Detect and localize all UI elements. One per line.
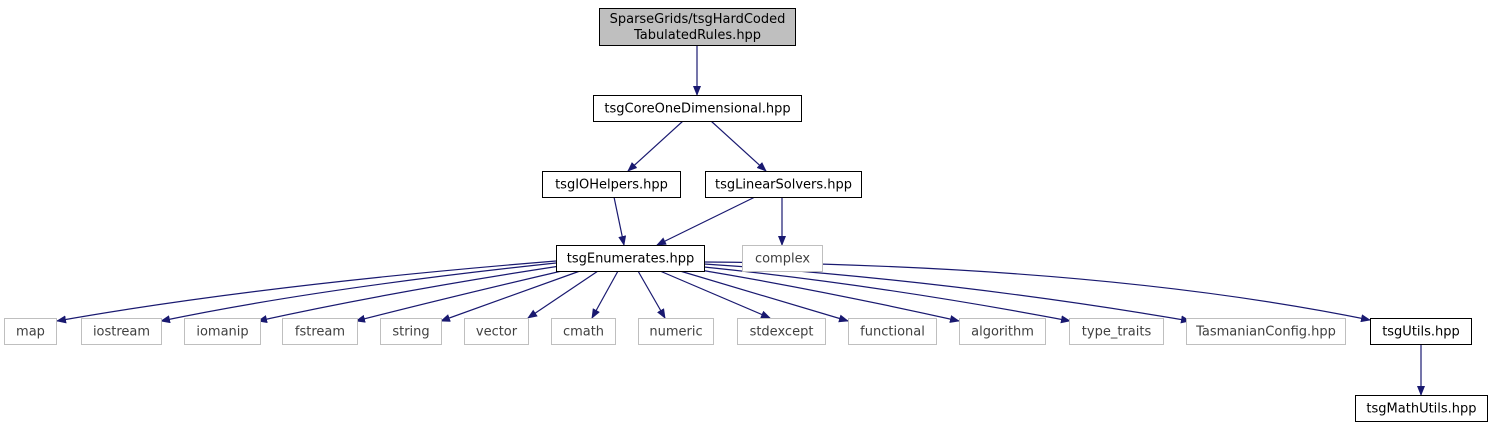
edge-enumerates-to-fstream <box>355 269 567 323</box>
node-label-map: map <box>16 325 45 340</box>
node-box-fstream <box>282 318 358 345</box>
node-label-utils: tsgUtils.hpp <box>1382 325 1460 340</box>
node-label-fstream: fstream <box>295 325 345 340</box>
node-label-cmath: cmath <box>563 325 604 340</box>
node-label-mathUtils: tsgMathUtils.hpp <box>1366 402 1476 417</box>
edge-enumerates-to-numeric <box>637 270 666 319</box>
node-box-cmath <box>551 318 616 345</box>
node-box-string <box>380 318 442 345</box>
node-box-vector <box>464 318 529 345</box>
node-numeric: numeric <box>638 318 714 345</box>
node-type_traits: type_traits <box>1069 318 1164 345</box>
node-label-enumerates: tsgEnumerates.hpp <box>567 252 695 267</box>
node-functional: functional <box>848 318 937 345</box>
node-label-root: SparseGrids/tsgHardCoded <box>610 12 786 27</box>
node-box-enumerates <box>556 245 705 272</box>
edge-enumerates-to-stdexcept <box>659 270 771 319</box>
node-box-ioHelpers <box>542 171 681 198</box>
node-label-tasmanianConfig: TasmanianConfig.hpp <box>1195 325 1336 340</box>
node-box-utils <box>1370 318 1472 345</box>
node-stdexcept: stdexcept <box>737 318 826 345</box>
node-algorithm: algorithm <box>959 318 1046 345</box>
node-vector: vector <box>464 318 529 345</box>
node-label-string: string <box>392 325 429 340</box>
node-box-numeric <box>638 318 714 345</box>
node-iomanip: iomanip <box>184 318 261 345</box>
edge-enumerates-to-type_traits <box>703 266 1071 324</box>
edge-enumerates-to-iomanip <box>257 265 561 323</box>
node-box-type_traits <box>1069 318 1164 345</box>
node-box-complex <box>742 245 823 272</box>
node-label-iomanip: iomanip <box>196 325 248 340</box>
node-label-complex: complex <box>755 252 810 267</box>
node-cmath: cmath <box>551 318 616 345</box>
node-label-algorithm: algorithm <box>971 325 1034 340</box>
node-ioHelpers[interactable]: tsgIOHelpers.hpp <box>542 171 681 198</box>
node-label-type_traits: type_traits <box>1082 325 1152 340</box>
node-box-iostream <box>81 318 162 345</box>
edge-enumerates-to-iostream <box>160 262 557 324</box>
edge-linearSolvers-to-enumerates <box>656 196 756 246</box>
edge-coreOneDimensional-to-linearSolvers <box>710 120 767 172</box>
edge-enumerates-to-string <box>440 270 581 322</box>
edge-enumerates-to-tasmanianConfig <box>703 263 1191 324</box>
node-label-iostream: iostream <box>93 325 150 340</box>
edge-coreOneDimensional-to-ioHelpers <box>627 120 684 172</box>
nodes-layer: SparseGrids/tsgHardCodedTabulatedRules.h… <box>4 8 1488 422</box>
edge-enumerates-to-functional <box>679 270 849 323</box>
node-string: string <box>380 318 442 345</box>
node-box-iomanip <box>184 318 261 345</box>
node-label-functional: functional <box>860 325 925 340</box>
node-mathUtils[interactable]: tsgMathUtils.hpp <box>1355 395 1488 422</box>
node-complex: complex <box>742 245 823 272</box>
node-enumerates[interactable]: tsgEnumerates.hpp <box>556 245 705 272</box>
node-box-root <box>599 8 796 46</box>
node-tasmanianConfig: TasmanianConfig.hpp <box>1186 318 1346 345</box>
node-label-coreOneDimensional: tsgCoreOneDimensional.hpp <box>604 102 790 117</box>
node-label-stdexcept: stdexcept <box>750 325 814 340</box>
node-fstream: fstream <box>282 318 358 345</box>
node-map: map <box>4 318 57 345</box>
node-box-mathUtils <box>1355 395 1488 422</box>
node-box-stdexcept <box>737 318 826 345</box>
node-box-linearSolvers <box>705 171 862 198</box>
node-iostream: iostream <box>81 318 162 345</box>
node-box-map <box>4 318 57 345</box>
node-utils[interactable]: tsgUtils.hpp <box>1370 318 1472 345</box>
node-box-coreOneDimensional <box>593 95 802 122</box>
node-root[interactable]: SparseGrids/tsgHardCodedTabulatedRules.h… <box>599 8 796 46</box>
edge-enumerates-to-vector <box>527 270 599 319</box>
node-linearSolvers[interactable]: tsgLinearSolvers.hpp <box>705 171 862 198</box>
node-label-root: TabulatedRules.hpp <box>633 28 761 43</box>
edge-enumerates-to-map <box>56 260 557 324</box>
node-label-linearSolvers: tsgLinearSolvers.hpp <box>715 178 852 193</box>
node-coreOneDimensional[interactable]: tsgCoreOneDimensional.hpp <box>593 95 802 122</box>
node-label-vector: vector <box>476 325 518 340</box>
edge-enumerates-to-algorithm <box>699 269 960 323</box>
edge-ioHelpers-to-enumerates <box>613 196 627 246</box>
edge-enumerates-to-cmath <box>591 270 619 319</box>
node-label-ioHelpers: tsgIOHelpers.hpp <box>555 178 668 193</box>
node-box-tasmanianConfig <box>1186 318 1346 345</box>
node-box-functional <box>848 318 937 345</box>
node-box-algorithm <box>959 318 1046 345</box>
node-label-numeric: numeric <box>649 325 702 340</box>
